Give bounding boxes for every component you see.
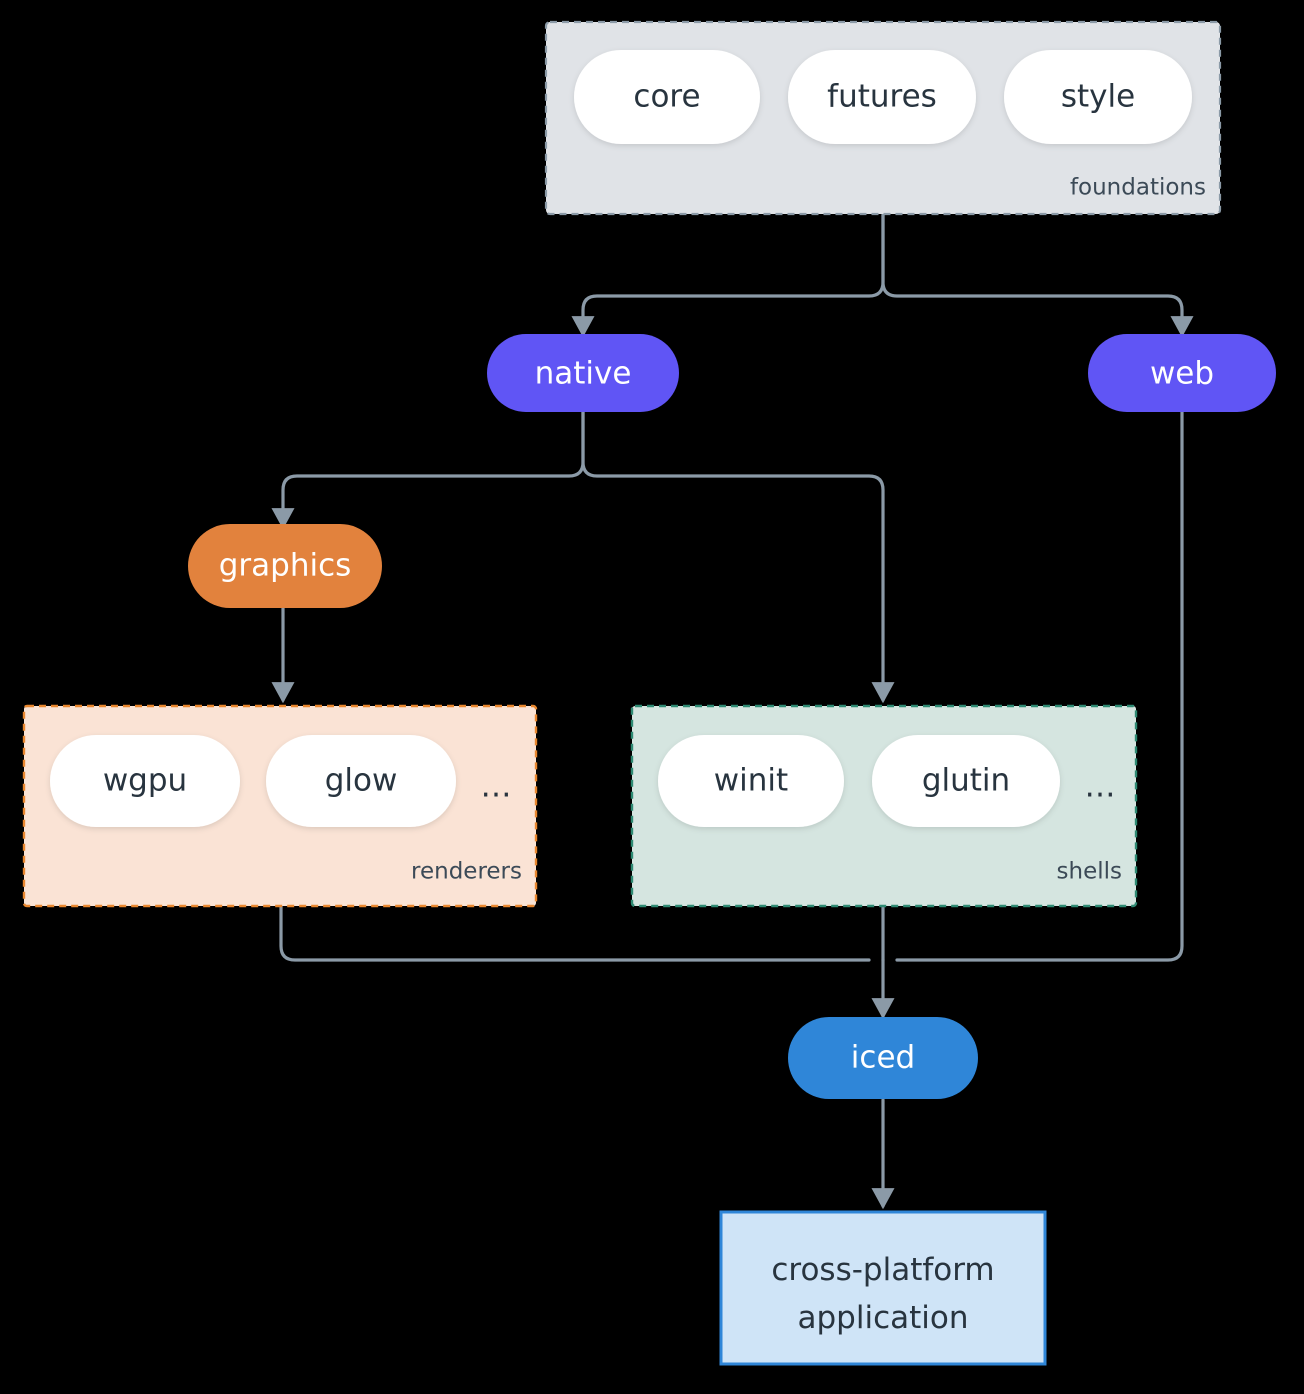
node-glutin[interactable]: glutin: [872, 735, 1060, 827]
edge-renderers-iced: [279, 903, 871, 962]
glow-label: glow: [325, 763, 398, 799]
iced-label: iced: [851, 1040, 915, 1076]
edge-foundations-native: [571, 213, 885, 338]
web-label: web: [1150, 356, 1214, 392]
application-label-line1: cross-platform: [771, 1252, 994, 1288]
winit-label: winit: [714, 763, 788, 799]
futures-label: futures: [827, 79, 937, 115]
node-application[interactable]: cross-platform application: [719, 1210, 1047, 1366]
native-label: native: [535, 356, 632, 392]
node-iced[interactable]: iced: [788, 1017, 978, 1099]
node-native[interactable]: native: [487, 334, 679, 412]
glutin-label: glutin: [922, 763, 1010, 799]
web-pill: [1088, 334, 1276, 412]
foundations-caption: foundations: [1070, 175, 1206, 201]
node-winit[interactable]: winit: [658, 735, 844, 827]
application-label-line2: application: [798, 1300, 969, 1336]
group-shells[interactable]: winit glutin … shells: [630, 704, 1138, 908]
shells-ellipsis: …: [1085, 769, 1116, 805]
style-pill: [1004, 50, 1192, 144]
native-pill: [487, 334, 679, 412]
renderers-ellipsis: …: [481, 769, 512, 805]
futures-pill: [788, 50, 976, 144]
node-futures[interactable]: futures: [788, 50, 976, 144]
group-foundations[interactable]: core futures style foundations: [544, 20, 1222, 216]
node-style[interactable]: style: [1004, 50, 1192, 144]
edge-web-iced: [895, 410, 1184, 962]
shells-caption: shells: [1057, 859, 1122, 885]
style-label: style: [1061, 79, 1135, 115]
graphics-label: graphics: [219, 548, 352, 584]
wgpu-label: wgpu: [103, 763, 187, 799]
renderers-caption: renderers: [411, 859, 522, 885]
node-wgpu[interactable]: wgpu: [50, 735, 240, 827]
edge-layer: [271, 213, 1194, 1210]
core-label: core: [633, 79, 700, 115]
graphics-pill: [188, 524, 382, 608]
node-web[interactable]: web: [1088, 334, 1276, 412]
edge-foundations-web: [881, 213, 1194, 338]
edge-native-graphics: [271, 410, 585, 530]
winit-pill: [658, 735, 844, 827]
node-graphics[interactable]: graphics: [188, 524, 382, 608]
glutin-pill: [872, 735, 1060, 827]
node-glow[interactable]: glow: [266, 735, 456, 827]
core-pill: [574, 50, 760, 144]
wgpu-pill: [50, 735, 240, 827]
node-core[interactable]: core: [574, 50, 760, 144]
edge-native-shells: [581, 410, 895, 704]
glow-pill: [266, 735, 456, 827]
iced-pill: [788, 1017, 978, 1099]
group-renderers[interactable]: wgpu glow … renderers: [22, 704, 538, 908]
application-box: [719, 1210, 1047, 1366]
